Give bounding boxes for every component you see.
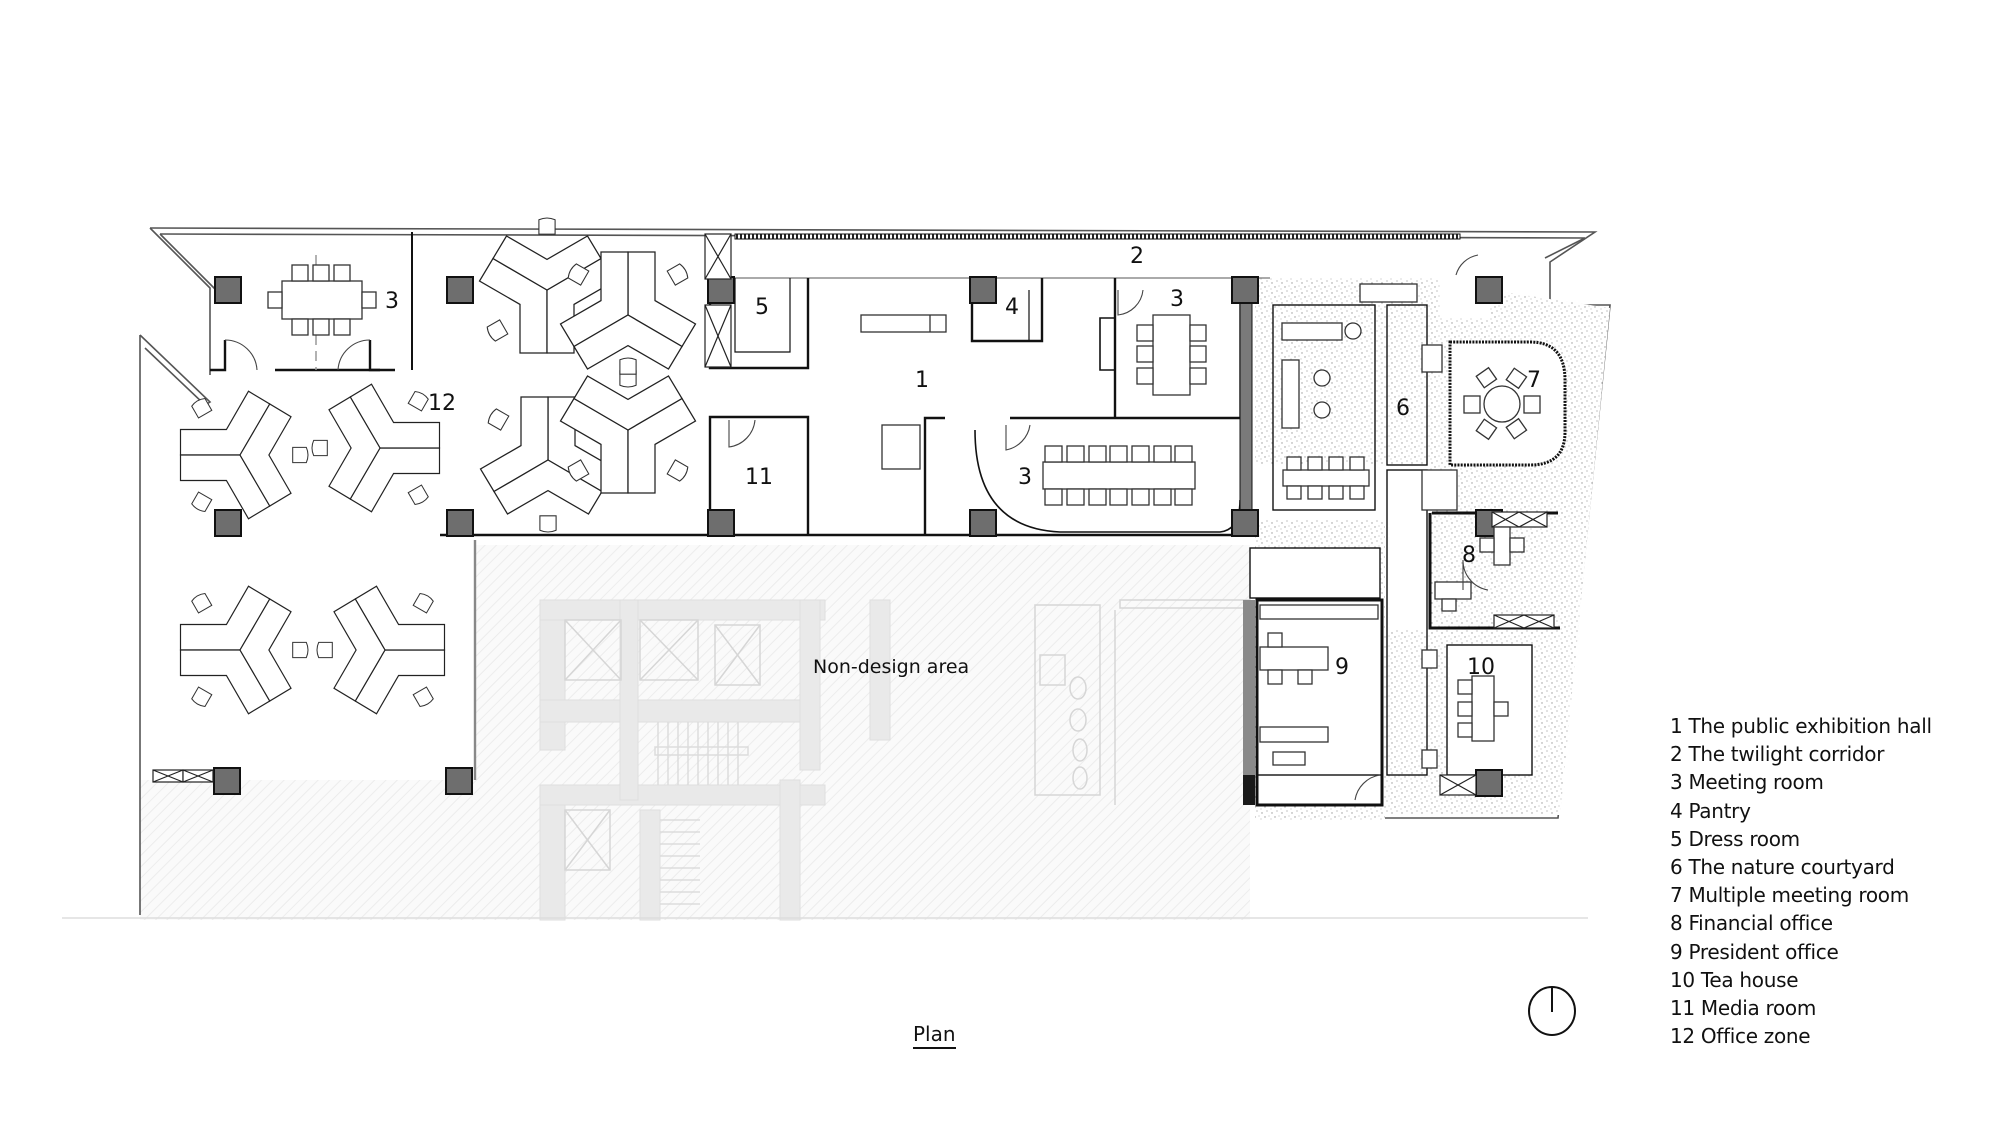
legend-label: Pantry — [1688, 798, 1751, 823]
legend-number: 4 — [1670, 798, 1683, 823]
legend-label: Dress room — [1688, 826, 1800, 851]
drawing-title: Plan — [913, 1023, 956, 1049]
legend-label: The nature courtyard — [1688, 855, 1895, 880]
legend-label: The twilight corridor — [1688, 742, 1885, 767]
legend-number: 7 — [1670, 883, 1683, 908]
room-label-5: 5 — [755, 295, 769, 320]
room-label-12: 12 — [428, 391, 456, 416]
legend-label: Financial office — [1688, 911, 1833, 936]
storage-cabinets — [152, 233, 1555, 796]
legend-number: 10 — [1670, 967, 1695, 992]
room-label-8: 8 — [1462, 543, 1476, 568]
room-label-3-west: 3 — [385, 289, 399, 314]
furniture — [267, 264, 1541, 769]
non-design-area — [140, 545, 1255, 921]
legend-number: 9 — [1670, 939, 1683, 964]
legend-number: 12 — [1670, 1024, 1695, 1049]
walls — [210, 232, 1567, 807]
legend-label: President office — [1688, 939, 1839, 964]
legend-label: Media room — [1700, 996, 1817, 1021]
legend-number: 8 — [1670, 911, 1683, 936]
legend-number: 5 — [1670, 826, 1683, 851]
legend-label: Tea house — [1700, 967, 1799, 992]
room-label-10: 10 — [1467, 655, 1495, 680]
legend-number: 6 — [1670, 855, 1683, 880]
non-design-area-label: Non-design area — [813, 656, 969, 678]
room-label-6: 6 — [1396, 396, 1410, 421]
legend-label: Office zone — [1700, 1024, 1811, 1049]
room-label-1: 1 — [915, 368, 929, 393]
room-label-3-large: 3 — [1018, 465, 1032, 490]
north-arrow-icon — [1528, 986, 1576, 1036]
room-label-9: 9 — [1335, 655, 1349, 680]
room-label-7: 7 — [1527, 368, 1541, 393]
legend-label: Multiple meeting room — [1688, 883, 1909, 908]
legend-number: 3 — [1670, 770, 1683, 795]
room-label-3-north: 3 — [1170, 287, 1184, 312]
legend-number: 2 — [1670, 742, 1683, 767]
legend-label: The public exhibition hall — [1688, 714, 1932, 738]
legend-number: 11 — [1670, 996, 1695, 1021]
legend-number: 1 — [1670, 714, 1683, 738]
room-label-2: 2 — [1130, 244, 1144, 269]
room-label-11: 11 — [745, 465, 773, 490]
room-label-4: 4 — [1005, 295, 1019, 320]
room-labels: 1 2 3 3 3 4 5 6 7 8 9 10 11 12 Non-desig… — [385, 244, 1541, 680]
legend-label: Meeting room — [1688, 770, 1824, 795]
door-swings — [224, 254, 1489, 801]
